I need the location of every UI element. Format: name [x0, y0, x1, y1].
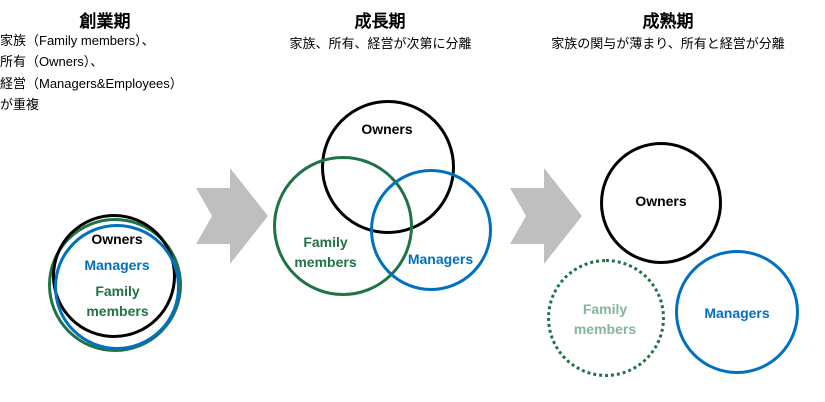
stage3-managers-circle	[675, 250, 799, 374]
stage1-owners-label: Owners	[91, 231, 143, 247]
stage3-family-circle-dotted	[547, 259, 665, 377]
stage2-title: 成長期	[354, 12, 406, 31]
stage2-managers-label: Managers	[407, 251, 474, 267]
stage1-managers-label: Managers	[84, 257, 150, 273]
stage3-owners-circle	[600, 142, 722, 264]
stage2-family-label: Family members	[294, 234, 357, 270]
stage1-subtitle: 家族（Family members）、 所有（Owners）、 経営（Manag…	[0, 33, 183, 113]
stage2-owners-label: Owners	[361, 121, 413, 137]
stage2-to-stage3-arrow-icon	[510, 168, 582, 264]
stage2-managers-circle	[370, 169, 492, 291]
stage1-family-label: Family members	[86, 283, 149, 319]
stage3-subtitle: 家族の関与が薄まり、所有と経営が分離	[551, 36, 785, 51]
stage3-managers-label: Managers	[704, 305, 770, 321]
stage3-owners-label: Owners	[635, 193, 687, 209]
stage1-managers-circle	[54, 224, 180, 350]
stage1-to-stage2-arrow-icon	[196, 168, 268, 264]
stage3-family-label: Family members	[573, 301, 637, 337]
stage1-title: 創業期	[79, 12, 131, 31]
stage3-title: 成熟期	[642, 12, 694, 31]
stage2-subtitle: 家族、所有、経営が次第に分離	[289, 36, 472, 51]
